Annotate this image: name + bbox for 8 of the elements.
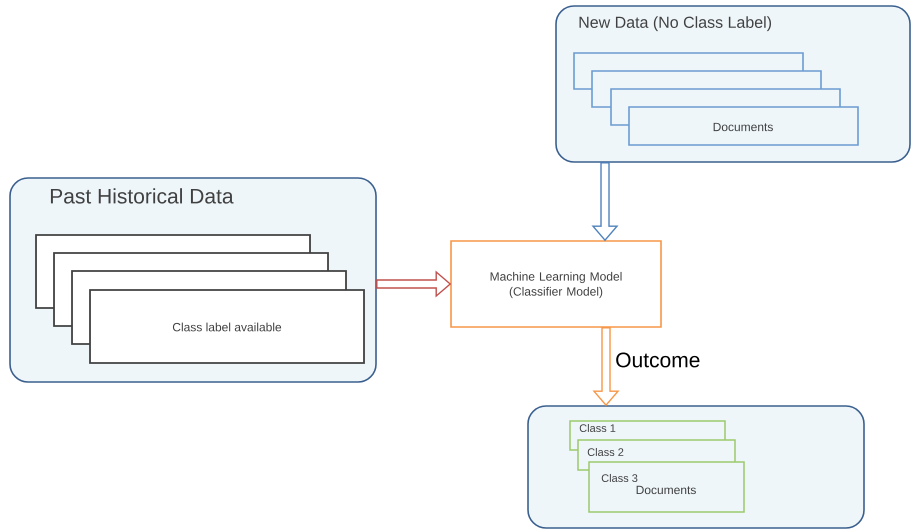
hollow-arrow	[591, 162, 619, 242]
hollow-arrow	[592, 327, 620, 406]
edge-label: Outcome	[614, 352, 702, 368]
model-box: Machine Learning Model (Classifier Model)	[450, 240, 662, 328]
document-sheet: Class 3 Documents	[588, 461, 745, 513]
document-sheet: Documents	[628, 106, 859, 146]
document-sheet: Class label available	[89, 289, 365, 364]
hollow-arrow	[376, 270, 452, 298]
